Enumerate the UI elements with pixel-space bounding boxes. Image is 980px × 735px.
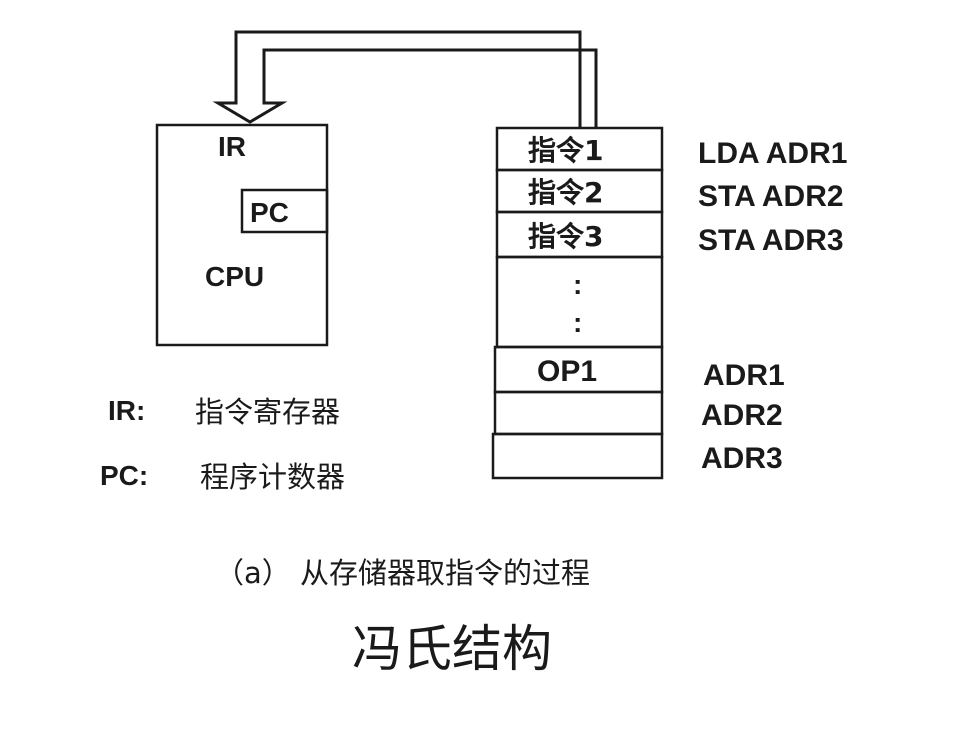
memory-cell [493, 390, 664, 436]
memory-cell-text: OP1 [537, 355, 597, 388]
instruction-label: STA ADR3 [698, 224, 844, 257]
legend-key: IR: [108, 395, 145, 426]
pc-register-box [240, 188, 329, 234]
page-title: 冯氏结构 [352, 620, 552, 678]
memory-cell [491, 432, 664, 480]
memory-cell-text: 指令1 [528, 134, 603, 167]
ir-label: IR [218, 131, 246, 162]
ellipsis-dot: : [573, 307, 582, 338]
figure-caption: （a） 从存储器取指令的过程 [215, 556, 590, 590]
legend-desc: 指令寄存器 [195, 395, 340, 429]
instruction-label: LDA ADR1 [698, 137, 847, 170]
memory-column: 指令1 指令2 指令3 : : OP1 [491, 126, 664, 480]
ellipsis-dot: : [573, 269, 582, 300]
legend: IR: 指令寄存器 PC: 程序计数器 [100, 395, 345, 494]
memory-cell-text: 指令2 [528, 176, 603, 209]
pc-label: PC [250, 197, 289, 228]
address-label: ADR2 [701, 399, 783, 432]
legend-key: PC: [100, 460, 148, 491]
memory-annotations: LDA ADR1 STA ADR2 STA ADR3 ADR1 ADR2 ADR… [698, 137, 847, 475]
address-label: ADR3 [701, 442, 783, 475]
cpu-label: CPU [205, 261, 264, 292]
legend-desc: 程序计数器 [200, 460, 345, 494]
fetch-arrow [212, 30, 598, 128]
address-label: ADR1 [703, 359, 785, 392]
instruction-label: STA ADR2 [698, 180, 844, 213]
cpu-box [155, 123, 329, 347]
memory-cell-text: 指令3 [528, 220, 603, 253]
